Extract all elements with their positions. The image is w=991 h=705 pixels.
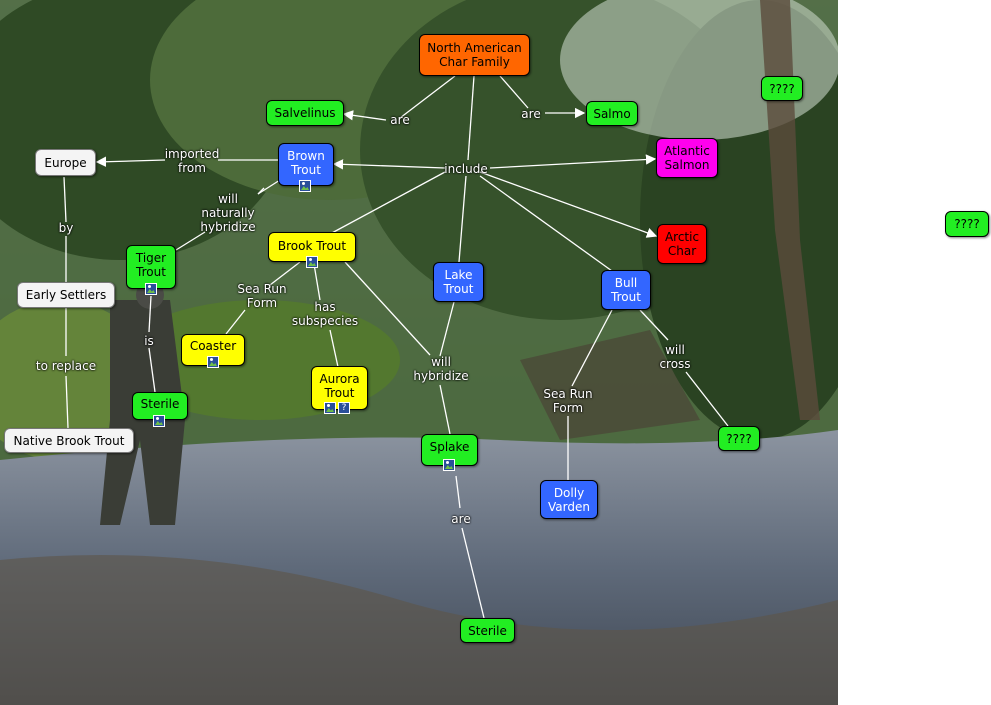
link-label-sea-run-form: Sea Run Form xyxy=(237,282,287,310)
node-atlantic-salmon[interactable]: Atlantic Salmon xyxy=(656,138,718,178)
link-label-are: are xyxy=(451,512,471,526)
node-north-american-char-family[interactable]: North American Char Family xyxy=(419,34,530,76)
node-unknown-right[interactable]: ???? xyxy=(945,211,989,237)
info-resource-icon[interactable]: ? xyxy=(338,402,350,414)
link-label-to-replace: to replace xyxy=(35,359,97,373)
link-label-will-naturally-hybridize: will naturally hybridize xyxy=(200,192,256,234)
image-resource-icon[interactable] xyxy=(153,415,165,427)
image-resource-icon[interactable] xyxy=(145,283,157,295)
image-resource-icon[interactable] xyxy=(207,356,219,368)
link-label-sea-run-form: Sea Run Form xyxy=(543,387,593,415)
node-lake-trout[interactable]: Lake Trout xyxy=(433,262,484,302)
link-label-by: by xyxy=(58,221,74,235)
link-label-has-subspecies: has subspecies xyxy=(291,300,359,328)
node-dolly-varden[interactable]: Dolly Varden xyxy=(540,480,598,519)
node-unknown-top[interactable]: ???? xyxy=(761,76,803,101)
link-label-will-cross: will cross xyxy=(659,343,691,371)
image-resource-icon[interactable] xyxy=(443,459,455,471)
node-arctic-char[interactable]: Arctic Char xyxy=(657,224,707,264)
node-native-brook-trout[interactable]: Native Brook Trout xyxy=(4,428,134,453)
link-label-include: include xyxy=(444,162,488,176)
node-salvelinus[interactable]: Salvelinus xyxy=(266,100,344,126)
link-label-is: is xyxy=(144,334,154,348)
node-europe[interactable]: Europe xyxy=(35,149,96,176)
node-brown-trout[interactable]: Brown Trout xyxy=(278,143,334,186)
link-label-are: are xyxy=(390,113,410,127)
link-label-imported-from: imported from xyxy=(164,147,220,175)
image-resource-icon[interactable] xyxy=(299,180,311,192)
node-unknown-mid[interactable]: ???? xyxy=(718,426,760,451)
link-label-are: are xyxy=(521,107,541,121)
link-label-will-hybridize: will hybridize xyxy=(413,355,469,383)
node-tiger-trout[interactable]: Tiger Trout xyxy=(126,245,176,289)
node-early-settlers[interactable]: Early Settlers xyxy=(17,282,115,308)
image-resource-icon[interactable] xyxy=(324,402,336,414)
image-resource-icon[interactable] xyxy=(306,256,318,268)
node-sterile-bottom[interactable]: Sterile xyxy=(460,618,515,643)
node-bull-trout[interactable]: Bull Trout xyxy=(601,270,651,310)
node-salmo[interactable]: Salmo xyxy=(586,101,638,126)
